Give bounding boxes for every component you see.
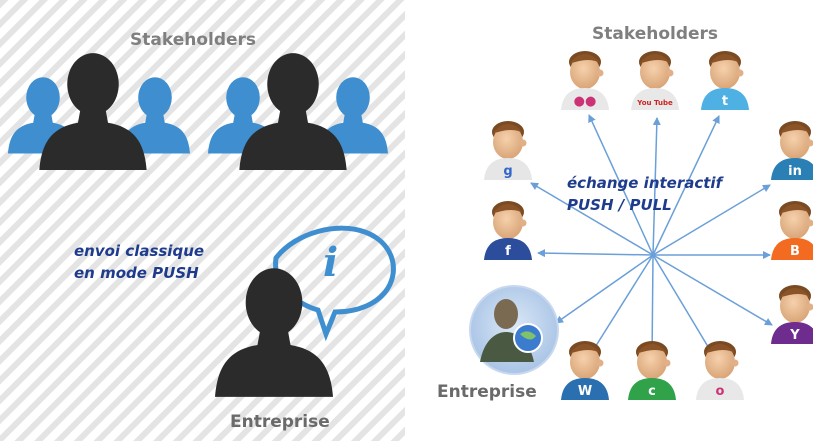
youtube-badge-icon [631, 88, 679, 110]
flickr-glyph: ●● [574, 94, 597, 109]
yahoo-badge-icon [771, 322, 813, 344]
blogger-badge-icon [771, 238, 813, 260]
twitter-avatar: t [701, 51, 749, 110]
google-badge-icon [484, 158, 532, 180]
arrow [537, 249, 654, 258]
arrow [652, 254, 717, 361]
right-enterprise-label: Entreprise [437, 382, 537, 402]
info-letter: i [323, 239, 339, 286]
left-enterprise-group [215, 225, 396, 397]
left-stakeholders-label: Stakeholders [130, 30, 257, 50]
arrow [652, 184, 771, 256]
exchange-text-line1: échange interactif [567, 174, 723, 192]
left-hatch-background [0, 0, 405, 441]
blogger-glyph: B [790, 244, 800, 259]
flickr-badge-icon [561, 88, 609, 110]
exchange-arrows [530, 114, 773, 361]
left-enterprise-label: Entreprise [230, 412, 330, 432]
arrow [530, 182, 654, 256]
right-enterprise-icon [469, 285, 559, 375]
youtube-glyph: You Tube [636, 99, 673, 107]
right-stakeholders-label: Stakeholders [592, 24, 719, 44]
google-glyph: g [503, 164, 512, 179]
chat-badge-icon [628, 378, 676, 400]
push-text-line2: en mode PUSH [74, 264, 199, 282]
wordpress-glyph: W [578, 384, 592, 399]
linkedin-glyph: in [788, 164, 802, 179]
facebook-glyph: f [505, 244, 511, 259]
wordpress-avatar: W [561, 341, 609, 400]
exchange-text-line2: PUSH / PULL [567, 196, 672, 214]
facebook-avatar: f [484, 201, 532, 260]
chat-glyph: c [648, 384, 656, 399]
linkedin-badge-icon [771, 158, 813, 180]
youtube-avatar: You Tube [631, 51, 679, 110]
push-text-line1: envoi classique [74, 242, 205, 260]
arrow [652, 115, 720, 256]
arrow [586, 254, 654, 361]
arrow [652, 254, 773, 326]
picasa-badge-icon [696, 378, 744, 400]
picasa-glyph: o [716, 384, 725, 399]
facebook-badge-icon [484, 238, 532, 260]
twitter-badge-icon [701, 88, 749, 110]
yahoo-avatar: Y [771, 285, 813, 344]
flickr-avatar: ●● [561, 51, 609, 110]
blogger-avatar: B [771, 201, 813, 260]
yahoo-glyph: Y [789, 328, 800, 343]
picasa-avatar: o [696, 341, 744, 400]
wordpress-badge-icon [561, 378, 609, 400]
chat-avatar: c [628, 341, 676, 400]
twitter-glyph: t [722, 94, 728, 109]
linkedin-avatar: in [771, 121, 813, 180]
arrow [555, 254, 654, 324]
arrow [652, 117, 661, 256]
arrow [588, 114, 654, 256]
google-avatar: g [484, 121, 532, 180]
